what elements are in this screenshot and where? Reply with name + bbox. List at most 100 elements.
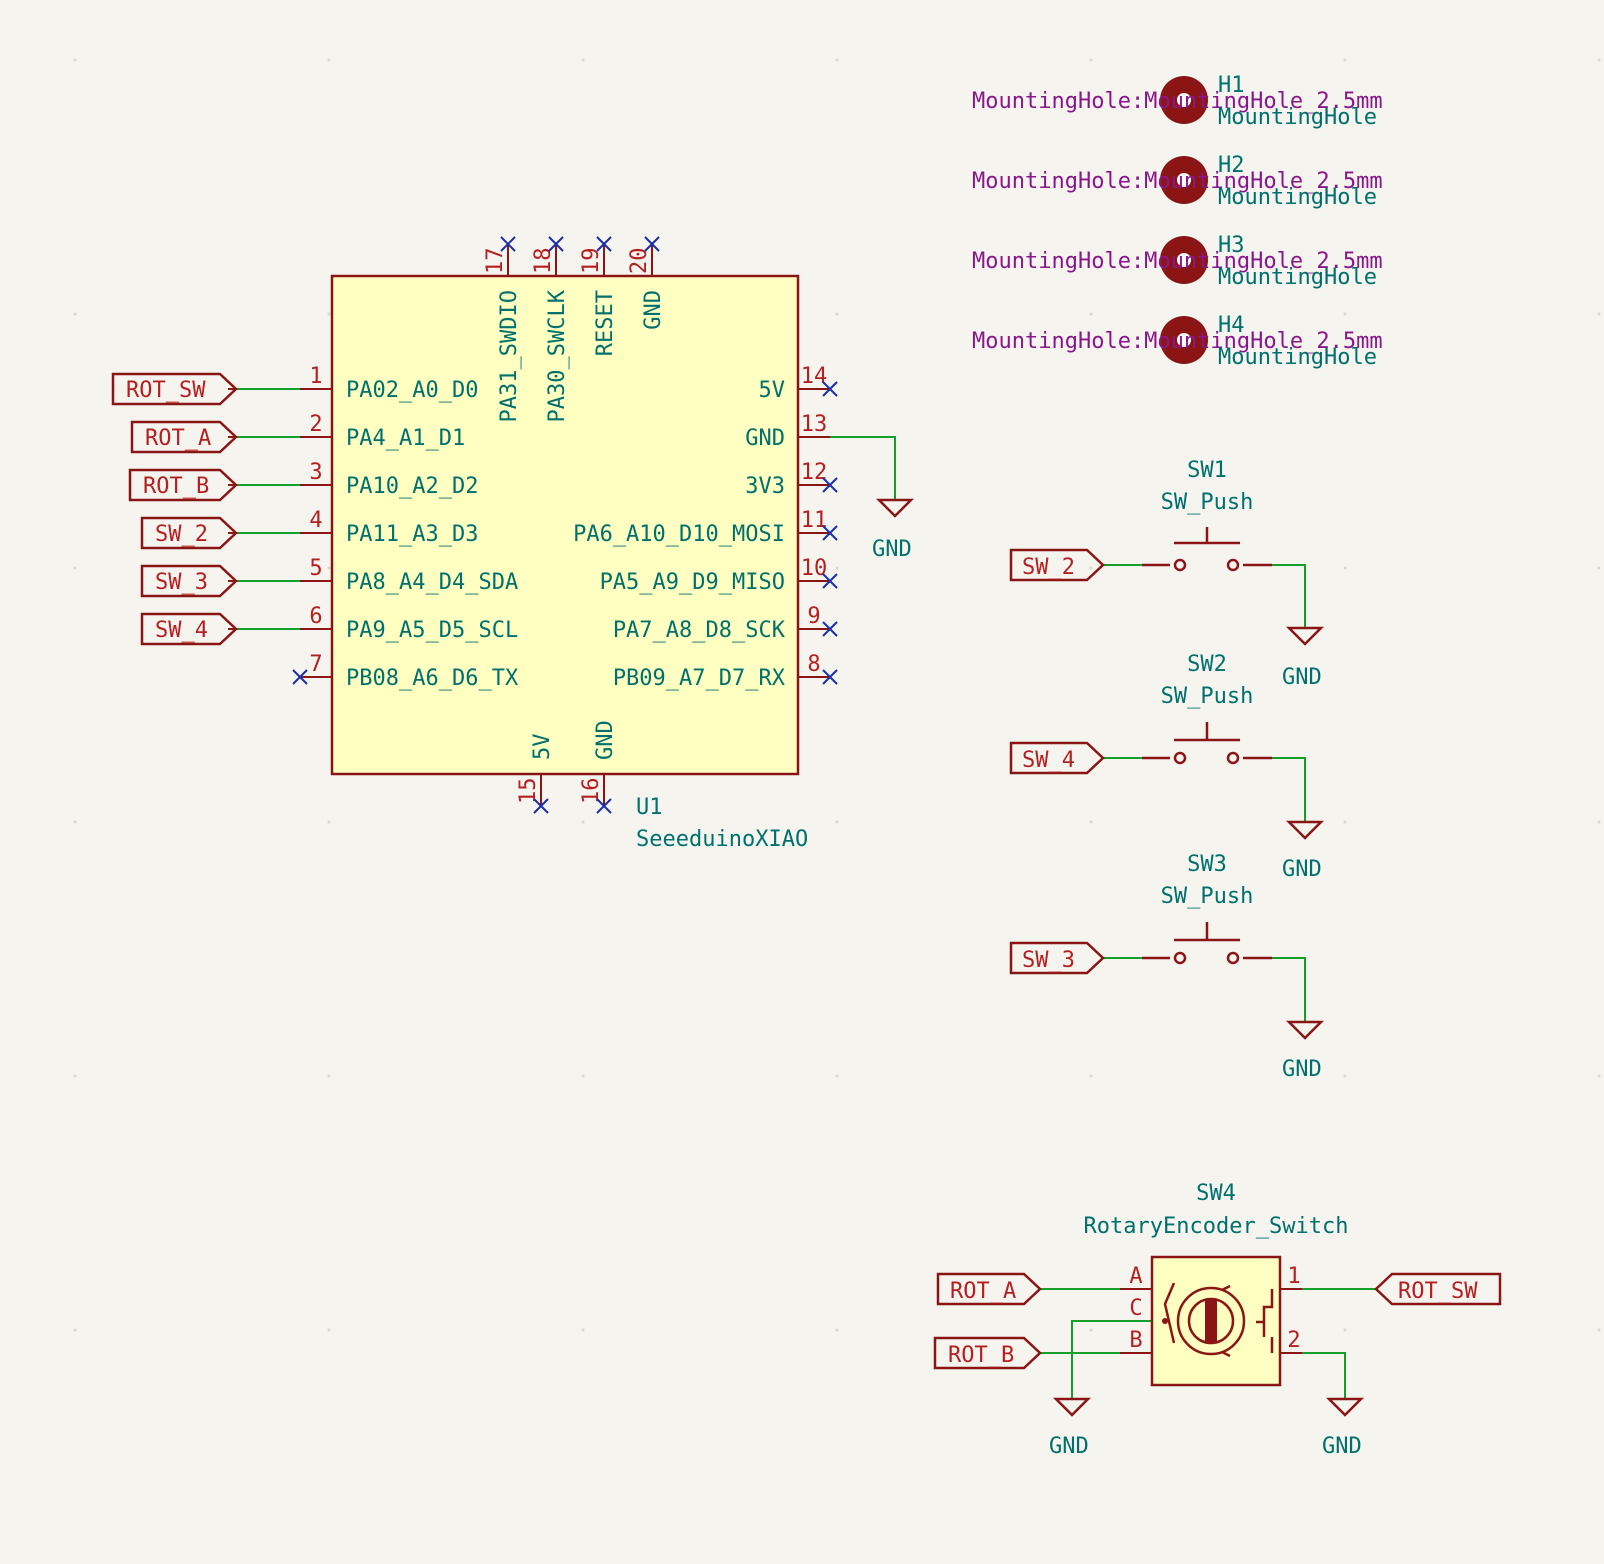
grid-dot — [73, 1074, 77, 1078]
u1-pin-name: PA9_A5_D5_SCL — [346, 618, 518, 643]
grid-dot — [1597, 58, 1601, 62]
encoder-pin-b: B — [1129, 1328, 1142, 1353]
grid-dot — [835, 820, 839, 824]
gnd-icon — [1285, 1020, 1325, 1040]
grid-dot — [1089, 566, 1093, 570]
gnd-icon — [1325, 1397, 1365, 1417]
u1-body[interactable] — [330, 274, 800, 776]
no-connect-icon — [822, 477, 838, 493]
gnd-icon — [1285, 626, 1325, 646]
hole-footprint: MountingHole:MountingHole_2.5mm — [972, 169, 1383, 194]
u1-pin-num: 20 — [627, 248, 652, 275]
u1-pin-num: 5 — [309, 556, 322, 581]
no-connect-icon — [822, 573, 838, 589]
net-label-sw-3: SW_3 — [155, 570, 208, 595]
no-connect-icon — [822, 621, 838, 637]
hole-value: MountingHole — [1218, 265, 1377, 290]
u1-pin-num: 6 — [309, 604, 322, 629]
grid-dot — [73, 58, 77, 62]
no-connect-icon — [822, 525, 838, 541]
u1-pin-num: 17 — [483, 248, 508, 275]
u1-pin-name: PA31_SWDIO — [497, 290, 522, 422]
grid-dot — [1597, 1074, 1601, 1078]
u1-pin-name: PA30_SWCLK — [545, 289, 570, 422]
wires — [236, 388, 1376, 1399]
net-label-rot-b: ROT_B — [948, 1343, 1014, 1368]
u1-value: SeeeduinoXIAO — [636, 827, 808, 852]
u1-pin-name: GND — [593, 720, 618, 760]
no-connect-icon — [500, 236, 516, 252]
net-label-rot-a: ROT_A — [950, 1279, 1016, 1304]
net-label-sw-4: SW_4 — [155, 618, 208, 643]
hole-reference: H1 — [1218, 73, 1245, 98]
grid-dot — [835, 1074, 839, 1078]
u1-reference: U1 — [636, 795, 663, 820]
grid-dot — [1343, 820, 1347, 824]
grid-dot — [835, 312, 839, 316]
u1-pin-name: GND — [641, 290, 666, 330]
hole-footprint: MountingHole:MountingHole_2.5mm — [972, 249, 1383, 274]
grid-dot — [1343, 58, 1347, 62]
no-connect-markers — [292, 236, 838, 814]
u1-pin-name: 3V3 — [745, 474, 785, 499]
gnd-label: GND — [1322, 1434, 1362, 1459]
u1-pin-name: PA6_A10_D10_MOSI — [573, 522, 785, 547]
mounting-hole-h2[interactable]: H2 MountingHole:MountingHole_2.5mm Mount… — [972, 153, 1383, 210]
hole-value: MountingHole — [1218, 185, 1377, 210]
u1-symbol[interactable]: 1 2 3 4 5 6 7 PA02_A0_D0 PA4_A1_D1 PA10_… — [228, 244, 830, 852]
u1-pin-num: 9 — [807, 604, 820, 629]
grid-dot — [73, 312, 77, 316]
grid-dot — [1089, 820, 1093, 824]
u1-pin-name: PA7_A8_D8_SCK — [613, 618, 786, 643]
gnd-label: GND — [1049, 1434, 1089, 1459]
u1-pin-num: 19 — [579, 248, 604, 275]
u1-net-labels: ROT_SW ROT_A ROT_B SW_2 SW_3 SW_4 — [111, 372, 238, 646]
u1-pin-name: PA10_A2_D2 — [346, 474, 478, 499]
grid-dot — [1343, 312, 1347, 316]
u1-pin-num: 4 — [309, 508, 322, 533]
u1-pin-num: 2 — [309, 412, 322, 437]
grid-dot — [73, 820, 77, 824]
net-label-rot-a: ROT_A — [145, 426, 211, 451]
gnd-label: GND — [1282, 665, 1322, 690]
switch-value: SW_Push — [1161, 684, 1254, 709]
mounting-hole-h3[interactable]: H3 MountingHole:MountingHole_2.5mm Mount… — [972, 233, 1383, 290]
net-label-sw-2: SW_2 — [155, 522, 208, 547]
grid-dot — [581, 1074, 585, 1078]
encoder-value: RotaryEncoder_Switch — [1084, 1214, 1349, 1239]
mounting-hole-h1[interactable]: H1 MountingHole:MountingHole_2.5mm Mount… — [972, 73, 1383, 130]
u1-pin-name: PB08_A6_D6_TX — [346, 666, 519, 691]
grid-dot — [835, 1328, 839, 1332]
hole-value: MountingHole — [1218, 345, 1377, 370]
grid-dot — [1597, 566, 1601, 570]
gnd-icon — [1052, 1397, 1092, 1417]
rotary-encoder-sw4[interactable]: SW4 RotaryEncoder_Switch ROT_A ROT_B ROT… — [933, 1181, 1502, 1387]
u1-pin-name: 5V — [530, 734, 555, 761]
switch-value: SW_Push — [1161, 884, 1254, 909]
push-switch-sw1[interactable]: SW_2 SW1 SW_Push — [1009, 458, 1272, 582]
grid-dot — [1343, 566, 1347, 570]
push-switch-sw3[interactable]: SW_3 SW3 SW_Push — [1009, 852, 1272, 975]
hole-footprint: MountingHole:MountingHole_2.5mm — [972, 89, 1383, 114]
grid-dot — [1089, 58, 1093, 62]
u1-pin-name: 5V — [759, 378, 786, 403]
grid-dot — [581, 58, 585, 62]
no-connect-icon — [644, 236, 660, 252]
no-connect-icon — [822, 381, 838, 397]
switch-value: SW_Push — [1161, 490, 1254, 515]
grid-dot — [1089, 1074, 1093, 1078]
grid-dot — [1597, 820, 1601, 824]
net-label-sw-2: SW_2 — [1022, 555, 1075, 580]
u1-pin-name: GND — [745, 426, 785, 451]
grid-dot — [327, 1328, 331, 1332]
grid-dot — [73, 1328, 77, 1332]
u1-pin-name: PA02_A0_D0 — [346, 378, 478, 403]
mounting-hole-h4[interactable]: H4 MountingHole:MountingHole_2.5mm Mount… — [972, 313, 1383, 370]
u1-pin-num: 18 — [531, 248, 556, 275]
encoder-pin-1: 1 — [1287, 1264, 1300, 1289]
grid-dot — [1597, 312, 1601, 316]
grid-dot — [327, 566, 331, 570]
u1-pin-num: 12 — [801, 460, 828, 485]
net-label-sw-3: SW_3 — [1022, 948, 1075, 973]
push-switch-sw2[interactable]: SW_4 SW2 SW_Push — [1009, 652, 1272, 775]
